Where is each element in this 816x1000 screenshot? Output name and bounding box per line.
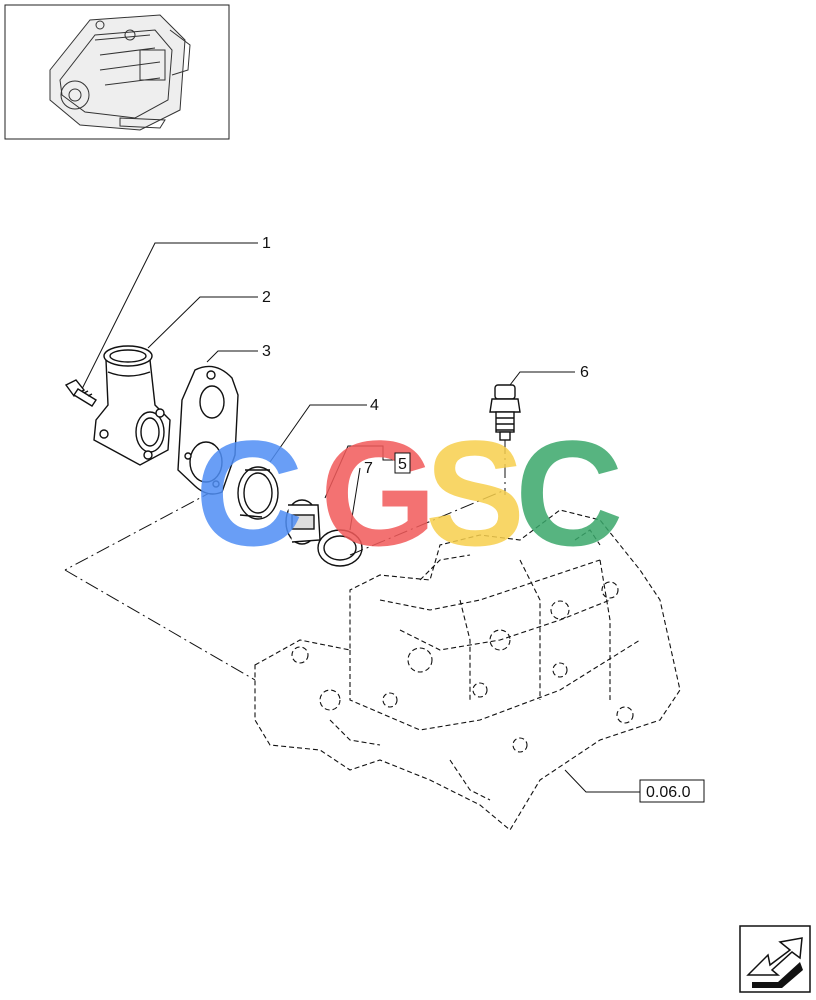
watermark-logo: C G S C	[195, 409, 623, 577]
callout-1[interactable]: 1	[262, 235, 271, 252]
gasket-plate-part[interactable]	[177, 365, 239, 495]
engine-thumbnail[interactable]	[4, 4, 230, 140]
seal-ring-part[interactable]	[237, 466, 279, 520]
cylinder-head-outline	[254, 509, 681, 831]
callout-4[interactable]: 4	[370, 397, 379, 414]
watermark-letter: S	[425, 409, 525, 577]
reference-label: 0.06.0	[646, 784, 691, 801]
o-ring-part[interactable]	[317, 529, 363, 567]
engine-thumbnail-icon	[49, 14, 191, 131]
callout-7[interactable]: 7	[364, 460, 373, 477]
reference-link[interactable]: 0.06.0	[639, 779, 705, 803]
watermark-letter: C	[195, 409, 303, 577]
watermark-letter: C	[515, 409, 623, 577]
center-lines	[64, 440, 506, 681]
bolt-part[interactable]	[64, 379, 97, 407]
watermark-letter: G	[320, 409, 437, 577]
callout-5[interactable]: 5	[398, 456, 407, 473]
callout-3[interactable]: 3	[262, 343, 271, 360]
next-page-arrow-icon[interactable]	[739, 925, 811, 993]
temperature-sensor-part[interactable]	[489, 384, 521, 441]
callout-5-box	[394, 452, 411, 474]
callout-2[interactable]: 2	[262, 289, 271, 306]
thermostat-part[interactable]	[285, 499, 321, 545]
callout-6[interactable]: 6	[580, 364, 589, 381]
thermostat-housing-part[interactable]	[93, 345, 171, 466]
leader-lines	[79, 242, 640, 793]
